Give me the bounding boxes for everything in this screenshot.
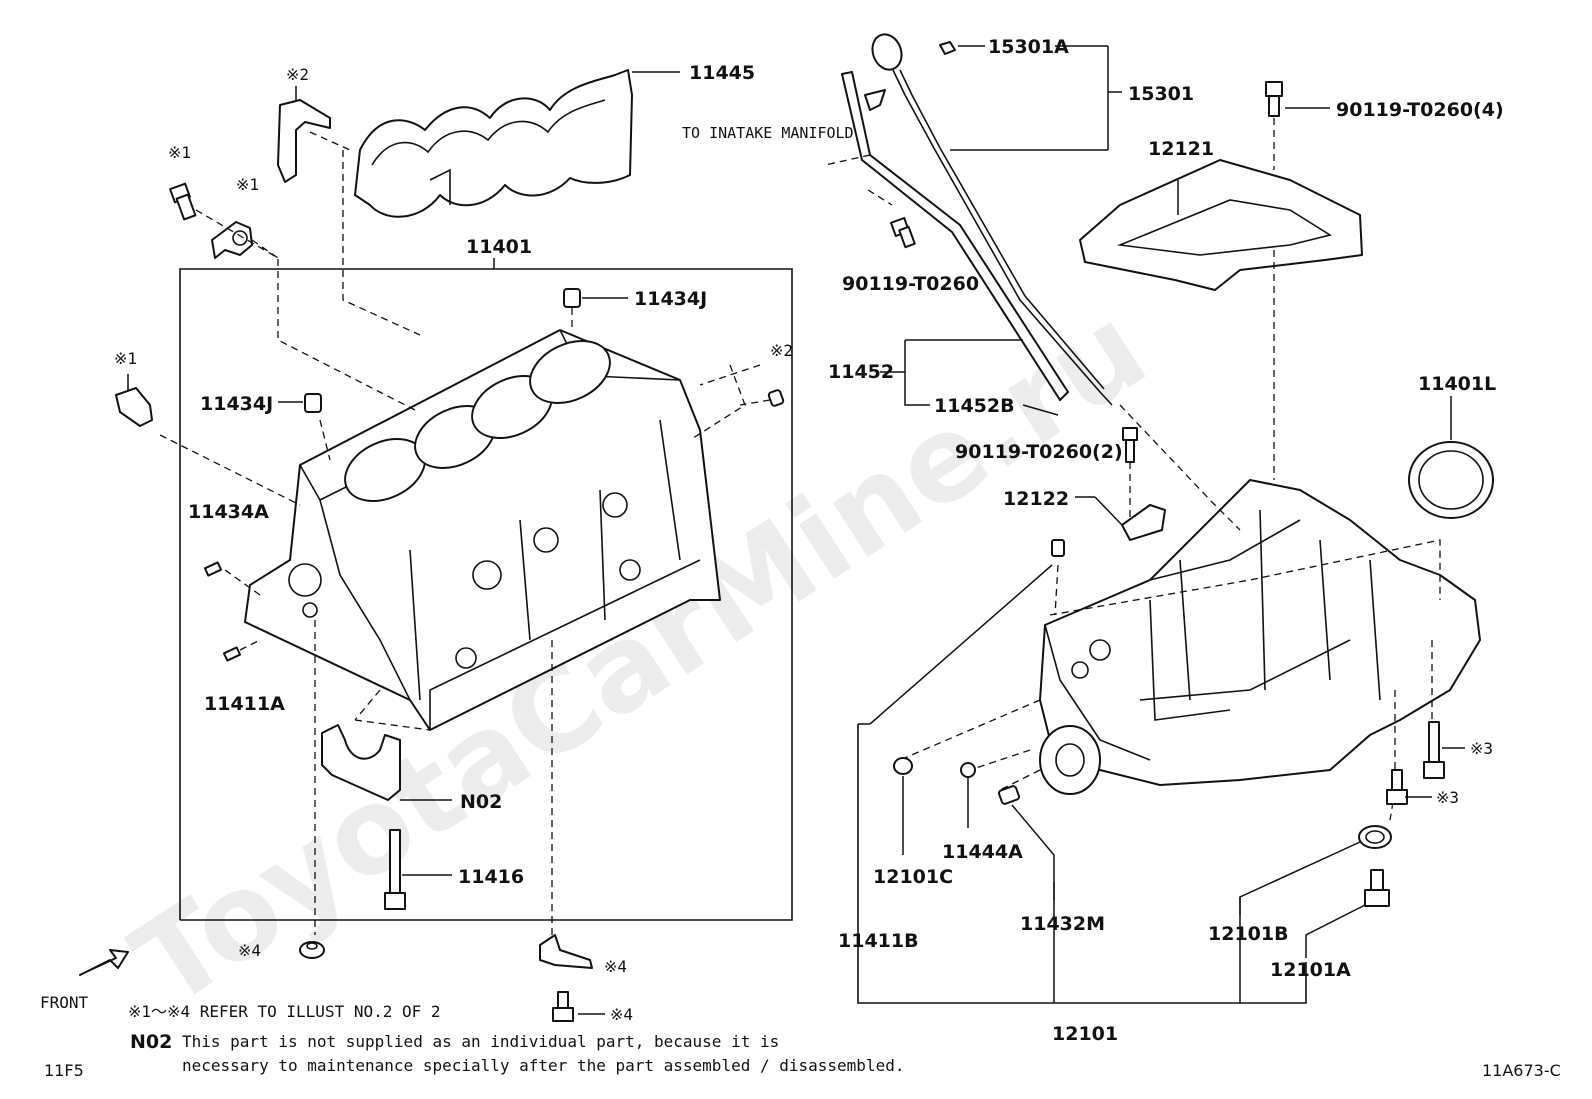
- drain-plug-12101A: [1305, 869, 1390, 958]
- bolt-90119-T0260-2: [1122, 427, 1138, 520]
- label-11444A: 11444A: [942, 841, 1023, 863]
- label-90119-T0260-4: 90119-T0260(4): [1336, 99, 1504, 121]
- oil-seal-11401L: [1408, 396, 1494, 519]
- label-11401L: 11401L: [1418, 373, 1496, 395]
- ref-mark-1c: ※1: [114, 349, 137, 368]
- bolt-ref1-a: [169, 182, 197, 221]
- label-12101B: 12101B: [1208, 923, 1289, 945]
- oil-jet-ref4: [539, 934, 593, 969]
- ref-mark-4b: ※4: [604, 957, 627, 976]
- label-11434J-b: 11434J: [200, 393, 273, 415]
- oil-pan-12101: [1039, 479, 1481, 795]
- label-11445: 11445: [689, 62, 755, 84]
- pin-11434J-a: [563, 288, 628, 308]
- dipstick-15301: [871, 33, 1122, 406]
- label-11432M: 11432M: [1020, 913, 1105, 935]
- label-11434A: 11434A: [188, 501, 269, 523]
- bolt-ref4: [552, 991, 605, 1022]
- ref-mark-3a: ※3: [1470, 739, 1493, 758]
- insulator-11445: [354, 69, 680, 218]
- reference-marks: ※1 ※1 ※1 ※2 ※2 ※3 ※3 ※4 ※4 ※4: [114, 65, 1493, 1024]
- page-code: 11F5: [44, 1061, 84, 1080]
- ref-mark-4c: ※4: [610, 1005, 633, 1024]
- bracket-ref2-top: [277, 86, 331, 183]
- part-labels: 11445 11401 11434J 11434J 11434A 11411A …: [188, 36, 1504, 1045]
- pin-11434J-b: [278, 393, 322, 413]
- bracket-12122: [1075, 496, 1166, 541]
- gasket-12101B: [1239, 825, 1392, 915]
- pin-11411B: [858, 539, 1065, 725]
- bolt-90119-T0260: [890, 217, 916, 249]
- label-11452B: 11452B: [934, 395, 1015, 417]
- n02-note-line2: necessary to maintenance specially after…: [182, 1056, 904, 1075]
- n02-code: N02: [130, 1031, 172, 1053]
- plug-11432M: [997, 785, 1055, 900]
- ref-mark-1a: ※1: [168, 143, 191, 162]
- ref-mark-2a: ※2: [286, 65, 309, 84]
- label-12101: 12101: [1052, 1023, 1118, 1045]
- footer-notes: FRONT ※1～※4 REFER TO ILLUST NO.2 OF 2 N0…: [40, 993, 1561, 1080]
- dashed-leaders-left: [159, 131, 771, 940]
- label-to-intake-manifold: TO INATAKE MANIFOLD: [682, 124, 854, 142]
- bolt-ref3-b: [1386, 769, 1432, 805]
- label-15301: 15301: [1128, 83, 1194, 105]
- knock-sensor-ref1-b: [211, 221, 253, 259]
- gasket-12101C: [893, 757, 913, 855]
- ref-mark-4a: ※4: [238, 941, 261, 960]
- ref-mark-2b: ※2: [770, 341, 793, 360]
- label-11452: 11452: [828, 361, 894, 383]
- bolt-ref3-a: [1423, 721, 1465, 779]
- bearing-cap-N02: [321, 724, 452, 801]
- label-15301A: 15301A: [988, 36, 1069, 58]
- label-12101C: 12101C: [873, 866, 953, 888]
- ref-mark-3b: ※3: [1436, 788, 1459, 807]
- label-11416: 11416: [458, 866, 524, 888]
- front-label: FRONT: [40, 993, 89, 1012]
- label-11411A: 11411A: [204, 693, 285, 715]
- bolt-90119-T0260-4: [1265, 81, 1330, 170]
- baffle-plate-12121: [1079, 159, 1363, 480]
- label-90119-T0260: 90119-T0260: [842, 273, 979, 295]
- cylinder-block-11401: [244, 329, 721, 731]
- label-12122: 12122: [1003, 488, 1069, 510]
- pin-ref2: [767, 389, 785, 407]
- label-11411B: 11411B: [838, 930, 919, 952]
- label-90119-T0260-2: 90119-T0260(2): [955, 441, 1123, 463]
- front-arrow-icon: [79, 949, 129, 976]
- nut-ref4: [299, 941, 325, 959]
- oil-pressure-switch-ref1-c: [115, 374, 153, 427]
- label-11434J-a: 11434J: [634, 288, 707, 310]
- label-12101A: 12101A: [1270, 959, 1351, 981]
- dipstick-guide-11452: [824, 71, 1069, 416]
- illustration-code: 11A673-C: [1482, 1061, 1561, 1080]
- gasket-11444A: [960, 762, 976, 828]
- pin-11434A: [203, 561, 223, 577]
- label-N02: N02: [460, 791, 502, 813]
- refer-note: ※1～※4 REFER TO ILLUST NO.2 OF 2: [128, 1002, 441, 1021]
- dashed-leaders-right: [899, 404, 1441, 821]
- block-group-box: [179, 258, 793, 921]
- n02-note-line1: This part is not supplied as an individu…: [182, 1032, 779, 1051]
- bolt-11416: [384, 829, 452, 910]
- label-11401: 11401: [466, 236, 532, 258]
- label-12121: 12121: [1148, 138, 1214, 160]
- pin-11411A: [222, 646, 242, 662]
- ref-mark-1b: ※1: [236, 175, 259, 194]
